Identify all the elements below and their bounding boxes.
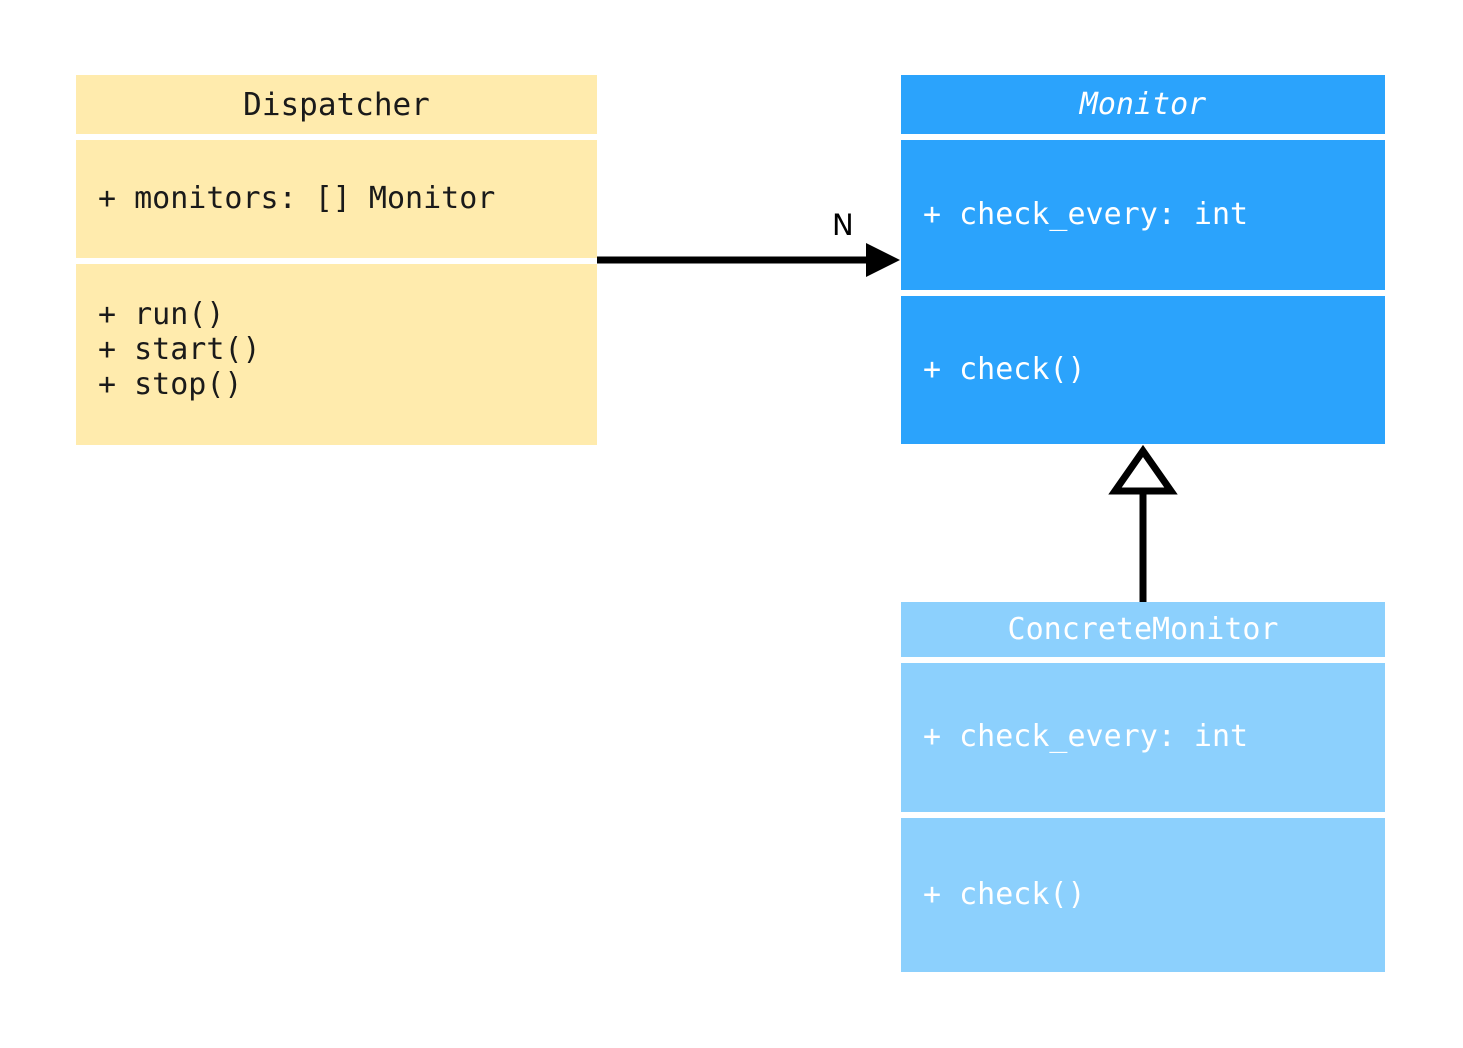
method-item: + check() xyxy=(923,351,1086,387)
class-box-dispatcher[interactable]: Dispatcher + monitors: [] Monitor + run(… xyxy=(76,75,597,445)
class-name-concretemonitor: ConcreteMonitor xyxy=(1007,612,1279,647)
method-item: + stop() xyxy=(98,366,243,402)
class-methods-compartment-monitor: + check() xyxy=(901,296,1385,444)
generalization-connector-concretemonitor-monitor[interactable] xyxy=(1108,444,1178,602)
hollow-triangle-arrowhead-icon xyxy=(1108,444,1178,495)
method-item: + run() xyxy=(98,297,225,332)
attribute-item: + monitors: [] Monitor xyxy=(98,180,496,216)
compartment-divider xyxy=(76,258,597,264)
attribute-list-concretemonitor: + check_every: int xyxy=(923,663,1385,812)
compartment-divider xyxy=(901,812,1385,818)
compartment-divider xyxy=(901,290,1385,296)
class-methods-compartment-concretemonitor: + check() xyxy=(901,818,1385,972)
method-list-concretemonitor: + check() xyxy=(923,818,1385,972)
class-title-compartment-dispatcher: Dispatcher xyxy=(76,75,597,134)
class-box-concretemonitor[interactable]: ConcreteMonitor + check_every: int + che… xyxy=(901,602,1385,972)
method-list-dispatcher: + run() + start() + stop() xyxy=(98,264,597,445)
class-title-compartment-concretemonitor: ConcreteMonitor xyxy=(901,602,1385,657)
class-name-monitor: Monitor xyxy=(1079,87,1207,122)
method-list-monitor: + check() xyxy=(923,296,1385,444)
attribute-item: + check_every: int xyxy=(923,719,1249,755)
attribute-list-monitor: + check_every: int xyxy=(923,140,1385,290)
attribute-item: + check_every: int xyxy=(923,196,1249,232)
method-item: + check() xyxy=(923,876,1086,912)
compartment-divider xyxy=(76,134,597,140)
class-title-compartment-monitor: Monitor xyxy=(901,75,1385,134)
filled-triangle-arrowhead-icon xyxy=(866,243,900,277)
class-methods-compartment-dispatcher: + run() + start() + stop() xyxy=(76,264,597,445)
compartment-divider xyxy=(901,134,1385,140)
association-connector-dispatcher-monitor[interactable] xyxy=(597,243,900,277)
class-attributes-compartment-monitor: + check_every: int xyxy=(901,140,1385,290)
association-multiplicity-label: N xyxy=(832,208,854,242)
attribute-list-dispatcher: + monitors: [] Monitor xyxy=(98,140,597,258)
method-item: + start() xyxy=(98,331,261,367)
class-attributes-compartment-dispatcher: + monitors: [] Monitor xyxy=(76,140,597,258)
class-name-dispatcher: Dispatcher xyxy=(243,86,430,123)
class-box-monitor[interactable]: Monitor + check_every: int + check() xyxy=(901,75,1385,444)
compartment-divider xyxy=(901,657,1385,663)
class-attributes-compartment-concretemonitor: + check_every: int xyxy=(901,663,1385,812)
